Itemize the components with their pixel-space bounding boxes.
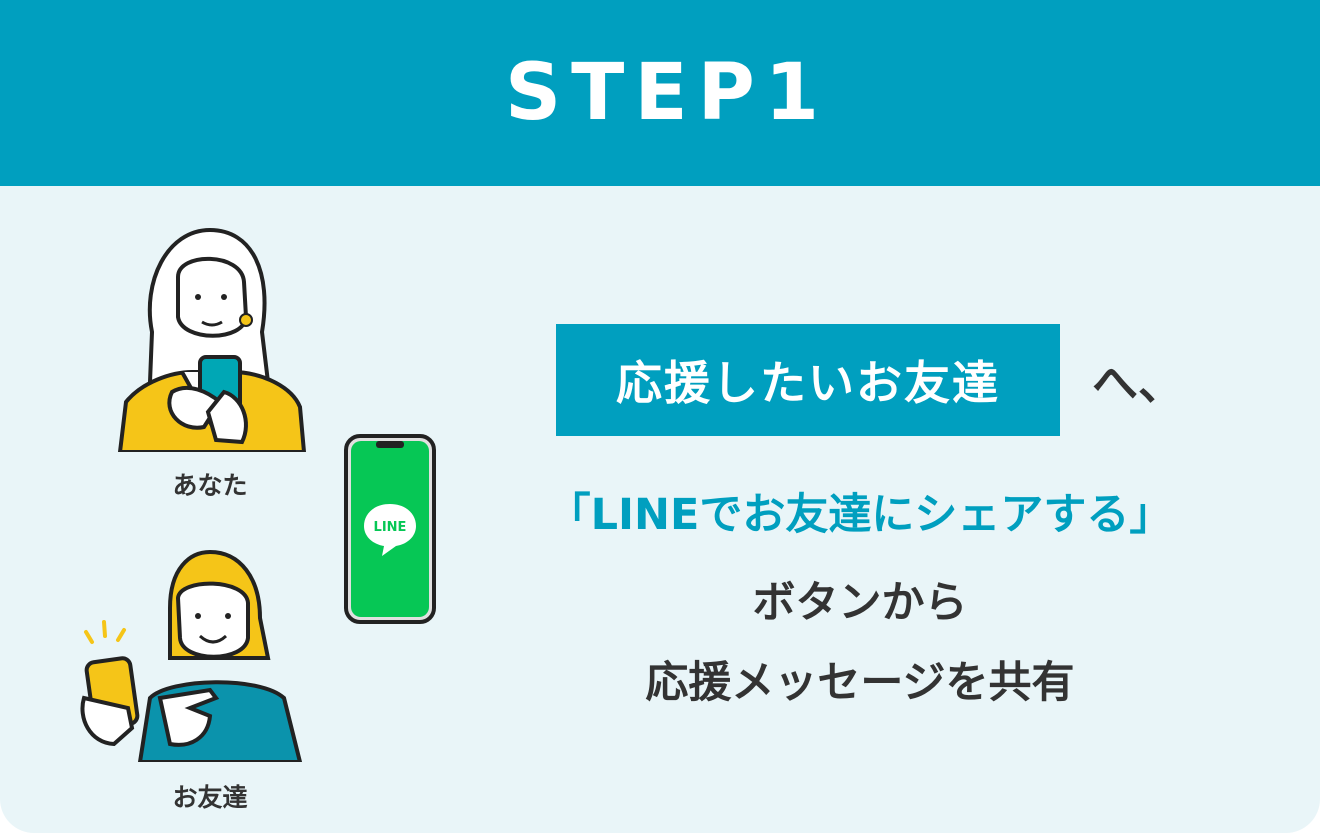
you-label: あなた	[172, 471, 248, 500]
friend-label: お友達	[172, 783, 248, 812]
step-title: STEP1	[504, 48, 830, 138]
message-line-2: ボタンから	[752, 578, 968, 628]
friend-illustration	[80, 549, 303, 762]
line-logo-text: LINE	[374, 520, 407, 535]
message-line-3: 応援メッセージを共有	[645, 658, 1075, 708]
highlight-row: 応援したいお友達 へ、	[556, 324, 1184, 436]
highlight-suffix: へ、	[1092, 356, 1184, 410]
step-header: STEP1	[0, 0, 1320, 186]
phone-icon: LINE	[344, 434, 436, 624]
highlight-box: 応援したいお友達	[556, 324, 1060, 436]
share-button-caption: 「LINEでお友達にシェアする」	[547, 490, 1173, 540]
you-illustration	[117, 227, 307, 452]
